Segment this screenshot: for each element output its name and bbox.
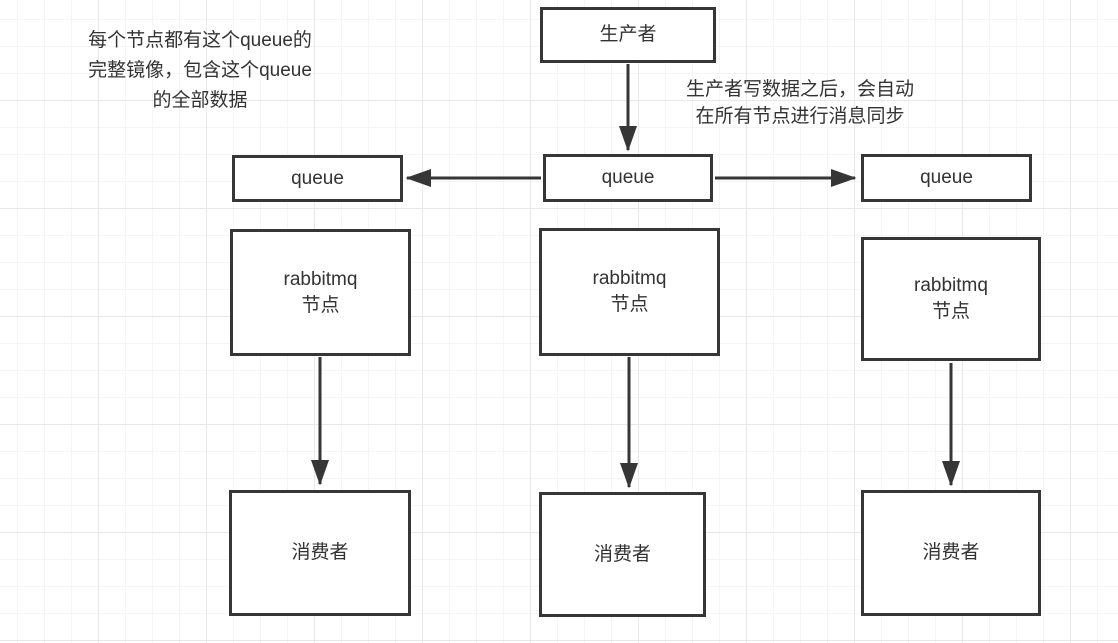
mirror-note-line: 完整镜像，包含这个queue [88,60,312,81]
queue-label: queue [920,167,973,188]
consumer-node-left[interactable]: 消费者 [229,490,411,616]
sync-note-line: 在所有节点进行消息同步 [695,106,905,127]
rabbitmq-label-line1: rabbitmq [283,268,358,290]
queue-label: queue [291,167,344,189]
consumer-node-center[interactable]: 消费者 [539,492,706,617]
mirror-note-line: 的全部数据 [152,90,248,111]
consumer-node-right[interactable]: 消费者 [861,490,1041,616]
rabbitmq-label-line2: 节点 [931,301,970,322]
mirror-note[interactable]: 每个节点都有这个queue的 完整镜像，包含这个queue 的全部数据 [40,26,360,116]
rabbitmq-label-line2: 节点 [610,294,649,315]
rabbitmq-node-center[interactable]: rabbitmq 节点 [539,228,720,356]
consumer-label: 消费者 [593,543,651,565]
consumer-label: 消费者 [922,542,980,563]
sync-note-line: 生产者写数据之后，会自动 [685,79,914,100]
producer-node[interactable]: 生产者 [540,7,716,63]
rabbitmq-label-line1: rabbitmq [592,268,667,289]
producer-label: 生产者 [599,24,657,45]
rabbitmq-node-left[interactable]: rabbitmq 节点 [230,229,411,356]
rabbitmq-node-right[interactable]: rabbitmq 节点 [861,237,1041,361]
queue-node-right[interactable]: queue [861,154,1032,202]
queue-label: queue [601,167,655,188]
sync-note[interactable]: 生产者写数据之后，会自动 在所有节点进行消息同步 [650,76,950,130]
consumer-label: 消费者 [291,542,349,563]
mirror-note-line: 每个节点都有这个queue的 [88,30,312,51]
rabbitmq-label-line1: rabbitmq [914,275,988,296]
rabbitmq-label-line2: 节点 [301,294,340,316]
queue-node-center[interactable]: queue [543,154,713,202]
queue-node-left[interactable]: queue [232,155,403,202]
